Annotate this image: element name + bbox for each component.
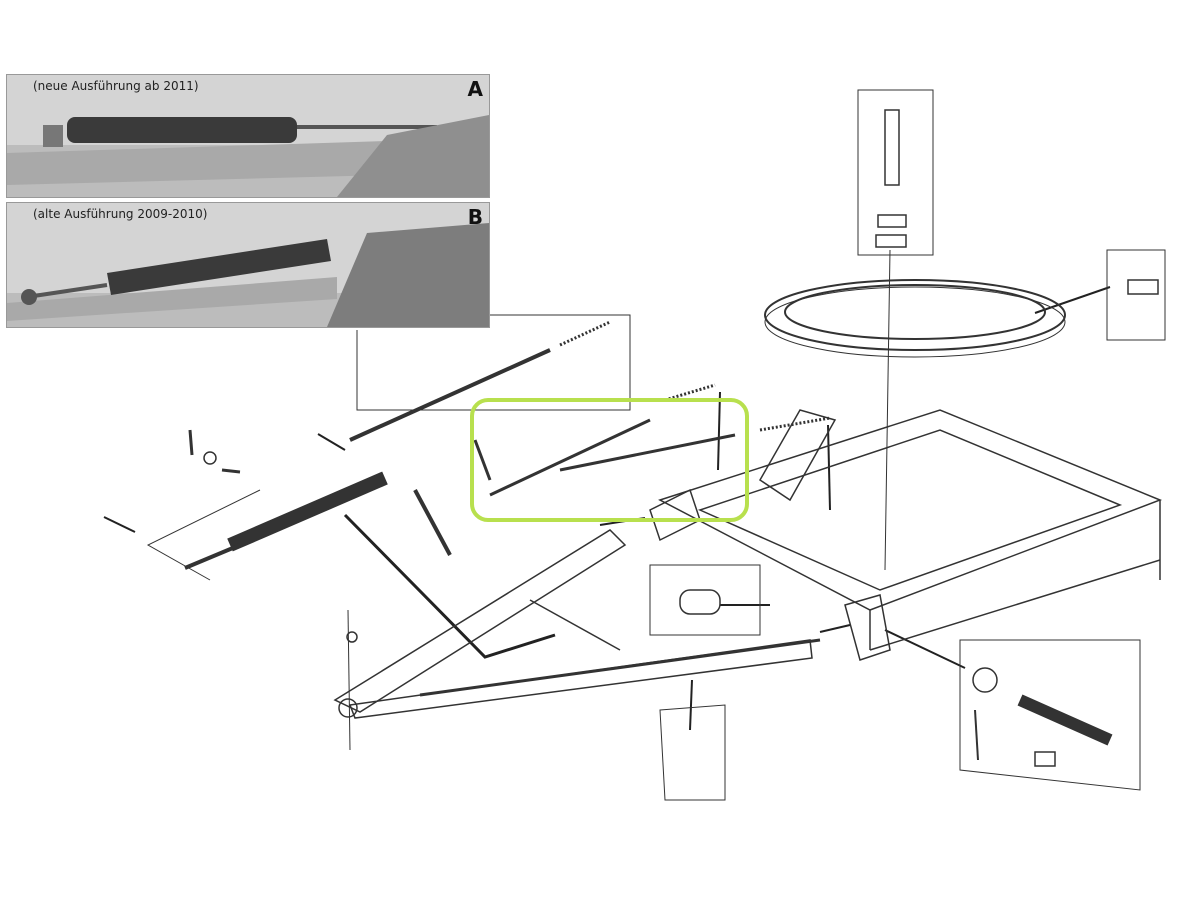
nut-part: [972, 667, 998, 693]
panel-a-caption: (neue Ausführung ab 2011): [33, 79, 199, 93]
drawbar-frame: [333, 529, 821, 751]
direction-arrows: [103, 286, 1111, 731]
pivot-pin-part: [1017, 694, 1113, 746]
tie-rod-part: [489, 418, 651, 497]
spring-detail-box: [356, 314, 631, 411]
grease-nipple-part: [1034, 751, 1056, 767]
pin-part: [188, 429, 194, 456]
spring-part: [664, 383, 716, 402]
bolt-part: [221, 468, 241, 474]
spring-photo-a: [7, 115, 489, 197]
tie-rod-part: [559, 433, 736, 472]
panel-a-label: A: [467, 77, 483, 101]
hitch-part: [659, 704, 726, 801]
spring-photo-b: [7, 223, 489, 327]
bolt-detail-box: [857, 89, 934, 256]
pin-part: [473, 439, 492, 481]
grease-nipple-part: [1127, 279, 1159, 295]
photo-panel-a: (neue Ausführung ab 2011) A: [6, 74, 490, 198]
tie-rod-part: [349, 348, 551, 442]
highlight-box: [470, 398, 749, 522]
cotter-pin-part: [974, 709, 979, 761]
photo-panel-b: (alte Ausführung 2009-2010) B: [6, 202, 490, 328]
washer-part: [875, 234, 907, 248]
center-axis-line: [884, 249, 891, 571]
cylinder-rod: [184, 543, 241, 570]
hydraulic-cylinder: [227, 471, 388, 552]
panel-b-caption: (alte Ausführung 2009-2010): [33, 207, 208, 221]
pin-detail-box: [959, 639, 1141, 791]
washer-part: [203, 451, 217, 465]
spring-part: [559, 320, 611, 347]
grease-nipple-box: [1106, 249, 1166, 341]
nut-part: [877, 214, 907, 228]
turntable-ring: [764, 279, 1066, 358]
panel-b-label: B: [467, 205, 483, 229]
cross-pin-part: [413, 489, 452, 556]
chassis-frame: [649, 409, 1163, 661]
bushing-part: [679, 589, 721, 615]
bushing-box: [649, 564, 761, 636]
bolt-part: [884, 109, 900, 186]
